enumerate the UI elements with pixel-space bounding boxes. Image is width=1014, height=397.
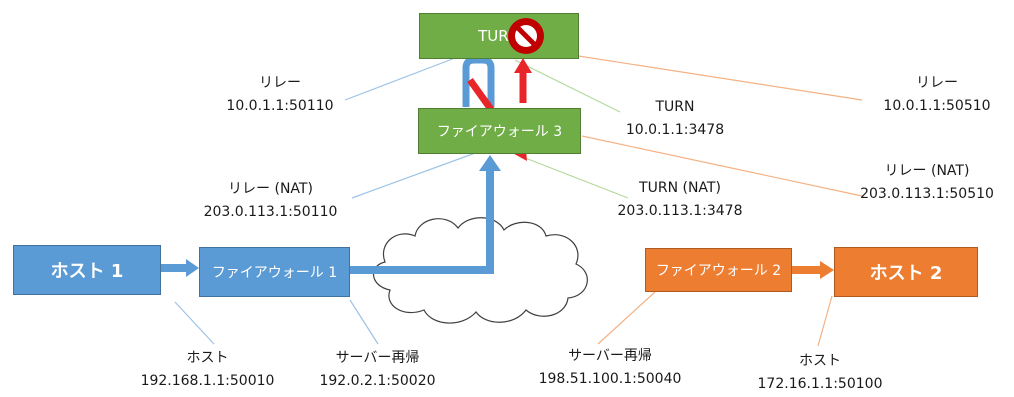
firewall3-label: ファイアウォール 3 [436, 124, 563, 140]
label-host2-address: 172.16.1.1:50100 [757, 376, 883, 392]
label-relay-nat-left-address: 203.0.113.1:50110 [203, 204, 338, 220]
label-srflx2-address: 198.51.100.1:50040 [538, 371, 682, 387]
label-srflx2-title: サーバー再帰 [568, 348, 652, 364]
label-srflx2: サーバー再帰 198.51.100.1:50040 [515, 345, 705, 391]
turn-server-box: TURN [419, 13, 579, 59]
label-turn-title: TURN [655, 99, 695, 115]
no-entry-icon [508, 18, 544, 54]
label-relay-left-address: 10.0.1.1:50110 [226, 98, 334, 114]
label-host2-title: ホスト [799, 353, 841, 369]
leader-srflx2 [597, 291, 656, 345]
label-relay-nat-left: リレー (NAT) 203.0.113.1:50110 [178, 178, 363, 224]
host1-label: ホスト 1 [50, 261, 124, 282]
label-srflx1: サーバー再帰 192.0.2.1:50020 [290, 347, 465, 393]
route-loop-to-turn [462, 56, 495, 107]
label-relay-right-address: 10.0.1.1:50510 [883, 98, 991, 114]
leader-host1 [174, 301, 215, 345]
route-arrowhead [479, 155, 501, 171]
leader-relay-left [344, 57, 456, 101]
label-relay-nat-right: リレー (NAT) 203.0.113.1:50510 [842, 160, 1012, 206]
label-relay-left-title: リレー [259, 75, 301, 91]
label-relay-right: リレー 10.0.1.1:50510 [862, 72, 1012, 118]
leader-relay-nat-right [581, 135, 863, 197]
firewall2-box: ファイアウォール 2 [645, 248, 792, 292]
leader-srflx1 [349, 299, 379, 345]
leader-host2 [817, 295, 833, 347]
label-relay-right-title: リレー [916, 75, 958, 91]
arrow-host1-fw1-head [186, 259, 199, 277]
label-host1-title: ホスト [186, 350, 229, 366]
label-turn: TURN 10.0.1.1:3478 [605, 96, 745, 142]
arrow-fw2-host2-head [820, 261, 834, 279]
host2-box: ホスト 2 [834, 247, 978, 297]
host1-box: ホスト 1 [13, 245, 161, 295]
label-turn-nat-title: TURN (NAT) [639, 180, 721, 196]
label-relay-nat-right-address: 203.0.113.1:50510 [860, 186, 994, 202]
leader-turn [514, 59, 621, 113]
label-relay-nat-left-title: リレー (NAT) [228, 181, 313, 197]
leader-relay-right [571, 54, 863, 101]
label-host1: ホスト 192.168.1.1:50010 [115, 347, 300, 393]
label-relay-nat-right-title: リレー (NAT) [884, 163, 970, 179]
label-host1-address: 192.168.1.1:50010 [140, 373, 275, 389]
firewall3-box: ファイアウォール 3 [418, 108, 581, 154]
label-host2: ホスト 172.16.1.1:50100 [735, 350, 905, 396]
firewall1-label: ファイアウォール 1 [211, 265, 338, 281]
label-turn-nat: TURN (NAT) 203.0.113.1:3478 [585, 177, 775, 223]
leader-relay-nat-left [351, 151, 479, 199]
label-srflx1-address: 192.0.2.1:50020 [319, 373, 436, 389]
route-fw1-to-fw3 [350, 170, 494, 274]
firewall2-label: ファイアウォール 2 [655, 263, 782, 279]
host2-label: ホスト 2 [869, 263, 943, 284]
label-turn-address: 10.0.1.1:3478 [625, 122, 725, 138]
firewall1-box: ファイアウォール 1 [199, 247, 350, 297]
leader-turn-nat [514, 153, 629, 199]
label-relay-left: リレー 10.0.1.1:50110 [195, 72, 365, 118]
red-arrow-up-head [514, 58, 532, 73]
label-turn-nat-address: 203.0.113.1:3478 [617, 203, 743, 219]
label-srflx1-title: サーバー再帰 [335, 350, 420, 366]
